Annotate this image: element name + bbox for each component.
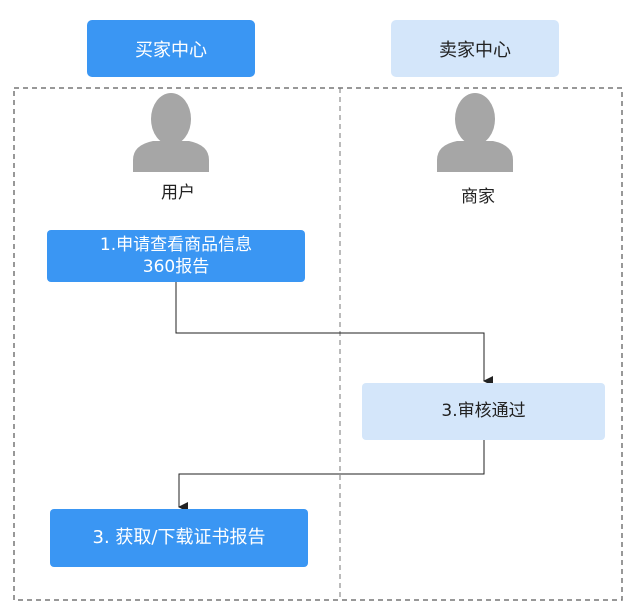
step1-line2: 360报告 (142, 257, 210, 277)
user-role-label: 用户 (161, 183, 195, 203)
connector-step1-to-step3 (175, 282, 493, 386)
step3-approval-box: 3.审核通过 (362, 383, 605, 440)
swimlane-frame (13, 87, 623, 601)
step3-label: 3.审核通过 (441, 401, 526, 422)
seller-center-header: 卖家中心 (391, 20, 559, 77)
merchant-person-icon (437, 93, 513, 172)
connector-step3-to-step4 (178, 440, 485, 512)
step1-request-box: 1.申请查看商品信息 360报告 (47, 230, 305, 282)
step1-line1: 1.申请查看商品信息 (99, 234, 253, 255)
user-person-icon (133, 93, 209, 172)
step4-label: 3. 获取/下载证书报告 (92, 527, 266, 549)
step4-download-box: 3. 获取/下载证书报告 (50, 509, 308, 567)
merchant-role-label: 商家 (461, 187, 495, 207)
buyer-center-header: 买家中心 (87, 20, 255, 77)
